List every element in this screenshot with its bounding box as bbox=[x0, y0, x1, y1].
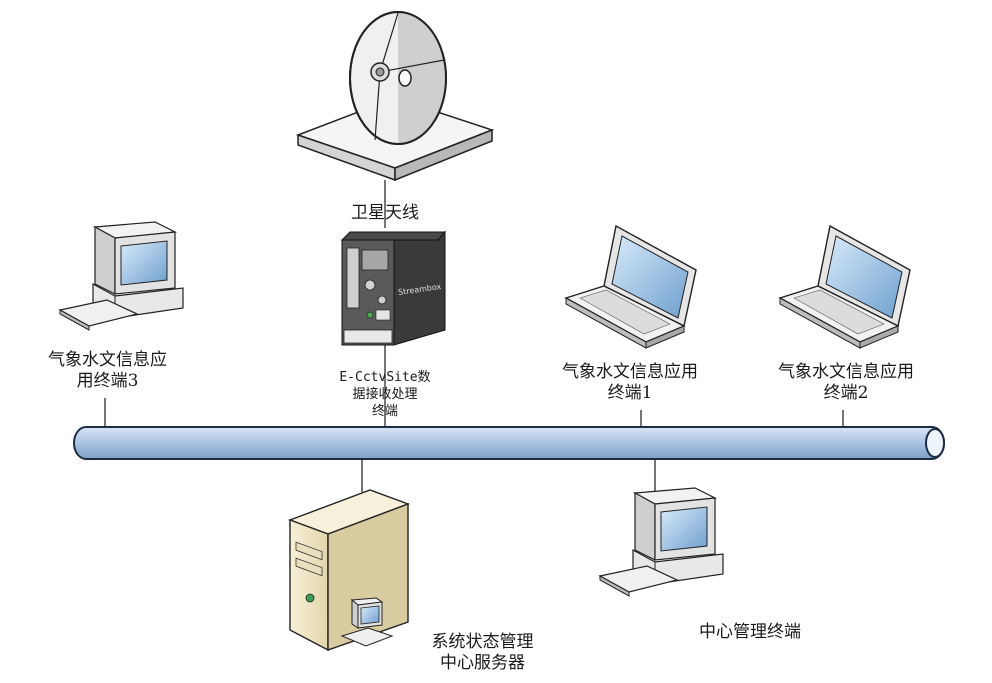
center-terminal-label: 中心管理终端 bbox=[699, 622, 801, 642]
terminal1-label: 气象水文信息应用 终端1 bbox=[540, 362, 720, 405]
center-desktop-computer-icon bbox=[598, 487, 724, 597]
server-label-line: 中心服务器 bbox=[440, 653, 525, 674]
desktop-computer-icon bbox=[58, 221, 184, 331]
server-icon bbox=[287, 489, 411, 652]
laptop-icon-2 bbox=[778, 224, 911, 349]
receiver-device-icon: Streambox bbox=[340, 230, 447, 346]
receiver-label-line: E-CctvSite数 bbox=[339, 370, 431, 385]
satellite-dish-icon bbox=[295, 11, 495, 182]
terminal3-label-line: 气象水文信息应 bbox=[48, 350, 167, 370]
network-bus bbox=[73, 426, 945, 460]
terminal2-label-line: 气象水文信息应用 bbox=[778, 362, 914, 382]
server-label: 系统状态管理 中心服务器 bbox=[410, 632, 555, 675]
terminal2-label: 气象水文信息应用 终端2 bbox=[756, 362, 936, 405]
terminal3-label: 气象水文信息应 用终端3 bbox=[40, 350, 175, 393]
receiver-label-line: 终端 bbox=[371, 403, 398, 419]
receiver-label: E-CctvSite数 据接收处理 终端 bbox=[320, 370, 450, 421]
terminal3-label-line: 用终端3 bbox=[76, 371, 139, 392]
terminal1-label-line: 气象水文信息应用 bbox=[562, 362, 698, 382]
connector-lines bbox=[104, 180, 844, 492]
terminal1-label-line: 终端1 bbox=[607, 383, 653, 404]
server-label-line: 系统状态管理 bbox=[431, 632, 534, 652]
receiver-label-line: 据接收处理 bbox=[352, 386, 418, 402]
satellite-label: 卫星天线 bbox=[351, 203, 419, 223]
terminal2-label-line: 终端2 bbox=[823, 383, 869, 404]
laptop-icon-1 bbox=[564, 224, 697, 349]
